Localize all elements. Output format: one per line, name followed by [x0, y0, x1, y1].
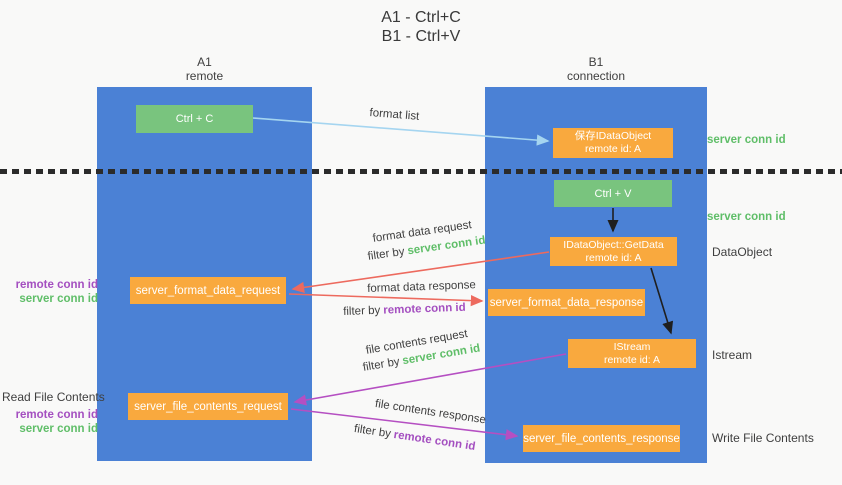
- server-format-data-request-label: server_format_data_request: [135, 284, 281, 297]
- file-contents-response-filter: filter byremote conn id: [353, 423, 476, 453]
- save-dataobject-node: 保存IDataObject remote id: A: [553, 128, 673, 158]
- ctrl-c-label: Ctrl + C: [175, 113, 214, 125]
- title-line-2: B1 - Ctrl+V: [381, 28, 461, 45]
- format-conn-id-stack: remote conn id server conn id: [6, 278, 98, 306]
- dataobject-label: DataObject: [712, 245, 773, 259]
- file-contents-response-label: file contents response: [374, 398, 487, 427]
- file-remote-conn-id-label: remote conn id: [15, 409, 98, 421]
- server-format-data-response-label: server_format_data_response: [489, 296, 644, 309]
- ctrl-v-label: Ctrl + V: [594, 187, 632, 200]
- title-line-1: A1 - Ctrl+C: [381, 9, 461, 26]
- format-data-response-label: format data response: [367, 279, 477, 295]
- format-remote-conn-id-label: remote conn id: [15, 279, 98, 291]
- lifeline-header-b1: B1 connection: [485, 55, 707, 83]
- lifeline-a1-role: remote: [185, 69, 224, 83]
- lifeline-b1-role: connection: [566, 69, 626, 83]
- server-conn-id-top-label: server conn id: [707, 134, 786, 146]
- ctrl-v-node: Ctrl + V: [554, 180, 672, 207]
- istream-side-label: Istream: [712, 348, 753, 362]
- read-file-contents-label: Read File Contents: [2, 390, 105, 404]
- getdata-node: IDataObject::GetData remote id: A: [550, 237, 677, 266]
- server-format-data-response-node: server_format_data_response: [488, 289, 645, 316]
- filter-by-text: filter by: [362, 355, 401, 374]
- filter-by-text: filter by: [343, 304, 381, 318]
- server-file-contents-response-label: server_file_contents_response: [523, 432, 680, 445]
- filter-remote-conn-id: remote conn id: [392, 428, 477, 453]
- lifeline-header-a1: A1 remote: [97, 55, 312, 83]
- file-conn-id-stack: remote conn id server conn id: [6, 408, 98, 436]
- istream-node: IStream remote id: A: [568, 339, 696, 368]
- save-dataobject-line1: 保存IDataObject: [574, 130, 652, 142]
- filter-by-text: filter by: [353, 423, 392, 441]
- filter-remote-conn-id: remote conn id: [383, 301, 466, 317]
- getdata-line2: remote id: A: [585, 251, 642, 264]
- lifeline-a1-name: A1: [197, 55, 212, 69]
- machine-boundary-dotted-line: [0, 169, 842, 174]
- server-file-contents-request-label: server_file_contents_request: [134, 400, 282, 413]
- write-file-contents-label: Write File Contents: [712, 431, 814, 445]
- ctrl-c-node: Ctrl + C: [136, 105, 253, 133]
- server-conn-id-mid-label: server conn id: [707, 211, 786, 223]
- format-list-label: format list: [369, 107, 420, 123]
- diagram-title: A1 - Ctrl+C B1 - Ctrl+V: [0, 8, 842, 46]
- server-file-contents-request-node: server_file_contents_request: [128, 393, 288, 420]
- file-server-conn-id-label: server conn id: [19, 423, 98, 435]
- format-data-response-arrow: [288, 293, 484, 307]
- server-file-contents-response-node: server_file_contents_response: [523, 425, 680, 452]
- server-format-data-request-node: server_format_data_request: [130, 277, 286, 304]
- istream-line2: remote id: A: [603, 353, 661, 366]
- save-dataobject-line2: remote id: A: [584, 143, 642, 155]
- format-server-conn-id-label: server conn id: [19, 293, 98, 305]
- getdata-line1: IDataObject::GetData: [563, 238, 664, 251]
- lifeline-b1-name: B1: [588, 55, 604, 69]
- filter-by-text: filter by: [367, 245, 406, 263]
- istream-line1: IStream: [613, 340, 651, 353]
